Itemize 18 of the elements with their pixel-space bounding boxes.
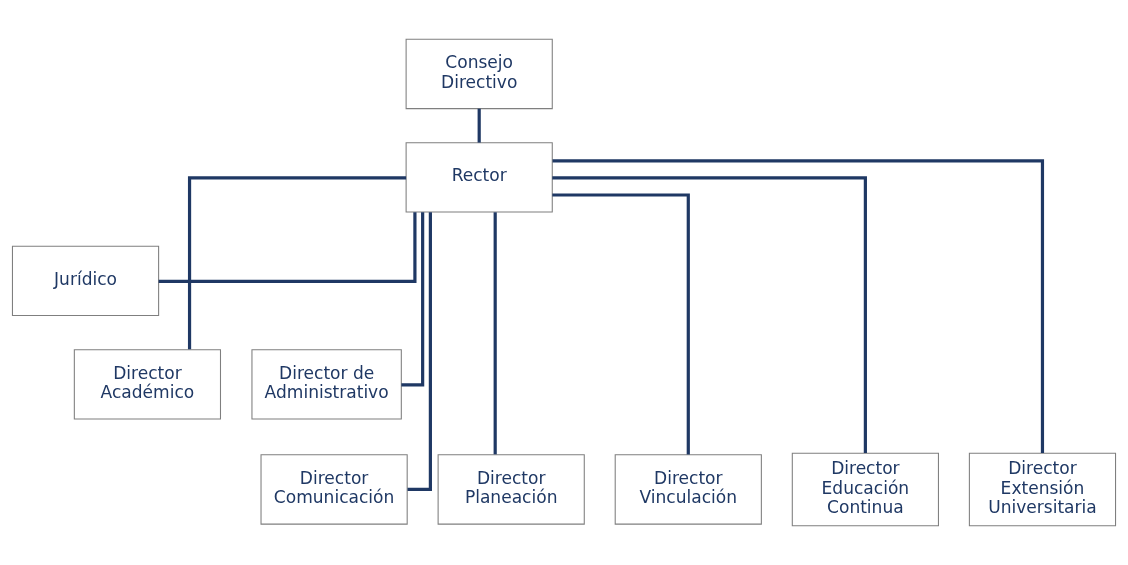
node-box: Rector (405, 142, 553, 213)
node-box: Director Planeación (437, 454, 585, 525)
node-box: Director Académico (73, 349, 222, 420)
connector (552, 193, 690, 455)
node-box: Jurídico (11, 245, 160, 317)
connector (493, 212, 497, 455)
node-box: Director Comunicación (260, 454, 408, 525)
connector (187, 176, 407, 350)
node-box: Director Extensión Universitaria (968, 452, 1117, 527)
connector (552, 159, 1045, 454)
node-box: Director de Administrativo (251, 349, 402, 420)
node-box: Director Educación Continua (791, 452, 939, 527)
connector (158, 212, 417, 284)
connector (477, 108, 481, 143)
node-box: Director Vinculación (614, 454, 762, 525)
connector (552, 176, 867, 454)
node-box: Consejo Directivo (405, 38, 553, 110)
connector (407, 212, 432, 492)
